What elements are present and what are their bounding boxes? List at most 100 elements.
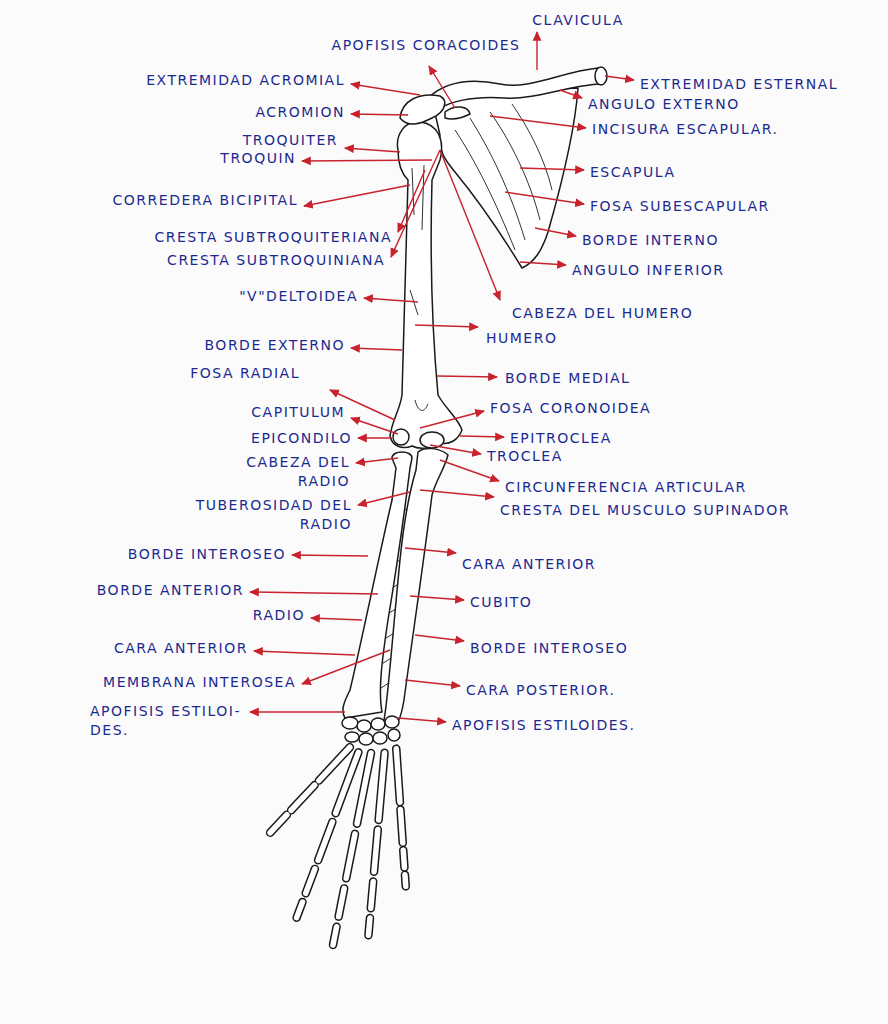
leader-arrow — [505, 192, 584, 204]
phalanx-outline — [368, 918, 370, 935]
leader-arrow — [460, 436, 504, 437]
phalanx-outline — [379, 753, 385, 820]
part-label: ESCAPULA — [590, 163, 675, 182]
phalanx-outline — [346, 834, 355, 878]
phalanx-outline — [297, 902, 303, 918]
leader-arrow — [440, 150, 500, 300]
phalanx-outline — [306, 869, 315, 893]
phalanx-fill — [318, 822, 332, 860]
leader-arrow — [250, 592, 378, 594]
part-label: CLAVICULA — [532, 11, 624, 30]
part-label: TUBEROSIDAD DEL RADIO — [192, 496, 352, 534]
phalanx-fill — [306, 869, 315, 893]
phalanx-fill — [403, 850, 404, 867]
phalanx-outline — [374, 830, 378, 872]
phalanx-outline — [339, 888, 345, 916]
leader-arrow — [420, 411, 484, 428]
part-label: FOSA CORONOIDEA — [490, 399, 651, 418]
part-label: ANGULO INFERIOR — [572, 261, 725, 280]
humerus — [390, 95, 462, 448]
part-label: INCISURA ESCAPULAR. — [592, 120, 778, 139]
phalanx-fill — [291, 785, 315, 810]
phalanx-fill — [357, 753, 371, 824]
phalanx-fill — [346, 834, 355, 878]
part-label: CABEZA DEL RADIO — [243, 453, 350, 491]
leader-arrow — [430, 445, 481, 454]
part-label: CRESTA DEL MUSCULO SUPINADOR — [500, 501, 790, 520]
leader-arrow — [420, 490, 494, 497]
phalanx-fill — [270, 815, 287, 833]
clavicle — [428, 67, 607, 108]
leader-arrow — [415, 325, 478, 327]
forearm — [343, 448, 448, 722]
leader-arrow — [405, 680, 460, 686]
part-label: BORDE EXTERNO — [205, 336, 346, 355]
phalanx-fill — [374, 830, 378, 872]
part-label: APOFISIS ESTILOIDES. — [452, 716, 635, 735]
leader-arrow — [304, 185, 410, 206]
part-label: TROQUIN — [220, 149, 296, 168]
phalanx-fill — [400, 810, 402, 843]
hand-bones — [270, 747, 406, 945]
leader-arrow — [437, 376, 497, 377]
leader-arrow — [302, 160, 432, 161]
phalanx-outline — [403, 850, 404, 867]
part-label: ACROMION — [255, 103, 345, 122]
part-label: APOFISIS CORACOIDES — [332, 36, 521, 55]
leader-arrow — [405, 548, 456, 553]
part-label: EXTREMIDAD ACROMIAL — [146, 71, 345, 90]
leader-arrow — [364, 298, 418, 302]
leader-arrow — [311, 618, 362, 620]
part-label: TROCLEA — [487, 447, 563, 466]
leader-arrow — [302, 650, 390, 684]
phalanx-outline — [318, 822, 332, 860]
phalanx-outline — [357, 753, 371, 824]
leader-arrow — [254, 651, 355, 655]
leader-arrow — [520, 262, 566, 265]
part-label: CRESTA SUBTROQUITERIANA — [154, 228, 392, 247]
leader-arrow — [358, 492, 410, 505]
leader-arrow — [391, 150, 440, 257]
part-label: CIRCUNFERENCIA ARTICULAR — [505, 478, 747, 497]
part-label: CORREDERA BICIPITAL — [113, 191, 298, 210]
leader-arrow — [356, 458, 398, 463]
part-label: RADIO — [253, 606, 305, 625]
part-label: EPICONDILO — [251, 429, 352, 448]
part-label: TROQUITER — [243, 131, 338, 150]
part-label: MEMBRANA INTEROSEA — [103, 673, 296, 692]
leader-arrow — [351, 84, 420, 95]
scapula — [432, 88, 578, 268]
part-label: BORDE INTERNO — [582, 231, 719, 250]
part-label: CRESTA SUBTROQUINIANA — [167, 251, 385, 270]
leader-arrow — [410, 596, 464, 600]
part-label: CARA ANTERIOR — [114, 639, 248, 658]
phalanx-fill — [339, 888, 345, 916]
leader-arrow — [351, 418, 398, 434]
phalanx-fill — [396, 749, 400, 803]
phalanx-fill — [371, 881, 373, 908]
part-label: BORDE MEDIAL — [505, 369, 630, 388]
leader-arrow — [429, 66, 455, 108]
phalanx-fill — [297, 902, 303, 918]
part-label: CUBITO — [470, 593, 532, 612]
part-label: FOSA RADIAL — [190, 364, 300, 383]
part-label: CARA POSTERIOR. — [466, 681, 615, 700]
part-label: CARA ANTERIOR — [462, 555, 596, 574]
carpals — [342, 716, 400, 745]
phalanx-fill — [368, 918, 370, 935]
leader-arrow — [560, 90, 582, 98]
part-label: BORDE ANTERIOR — [97, 581, 244, 600]
part-label: CABEZA DEL HUMERO — [512, 304, 693, 323]
part-label: HUMERO — [486, 329, 557, 348]
leader-arrow — [605, 76, 634, 80]
leader-arrow — [345, 148, 400, 152]
leader-arrow — [292, 555, 368, 556]
phalanx-fill — [402, 875, 408, 887]
part-label: "V"DELTOIDEA — [239, 287, 358, 306]
part-label: BORDE INTEROSEO — [128, 545, 286, 564]
leader-arrow — [351, 348, 402, 350]
leader-arrow — [520, 168, 584, 170]
leader-arrow — [535, 228, 576, 236]
leader-arrow — [351, 114, 408, 115]
